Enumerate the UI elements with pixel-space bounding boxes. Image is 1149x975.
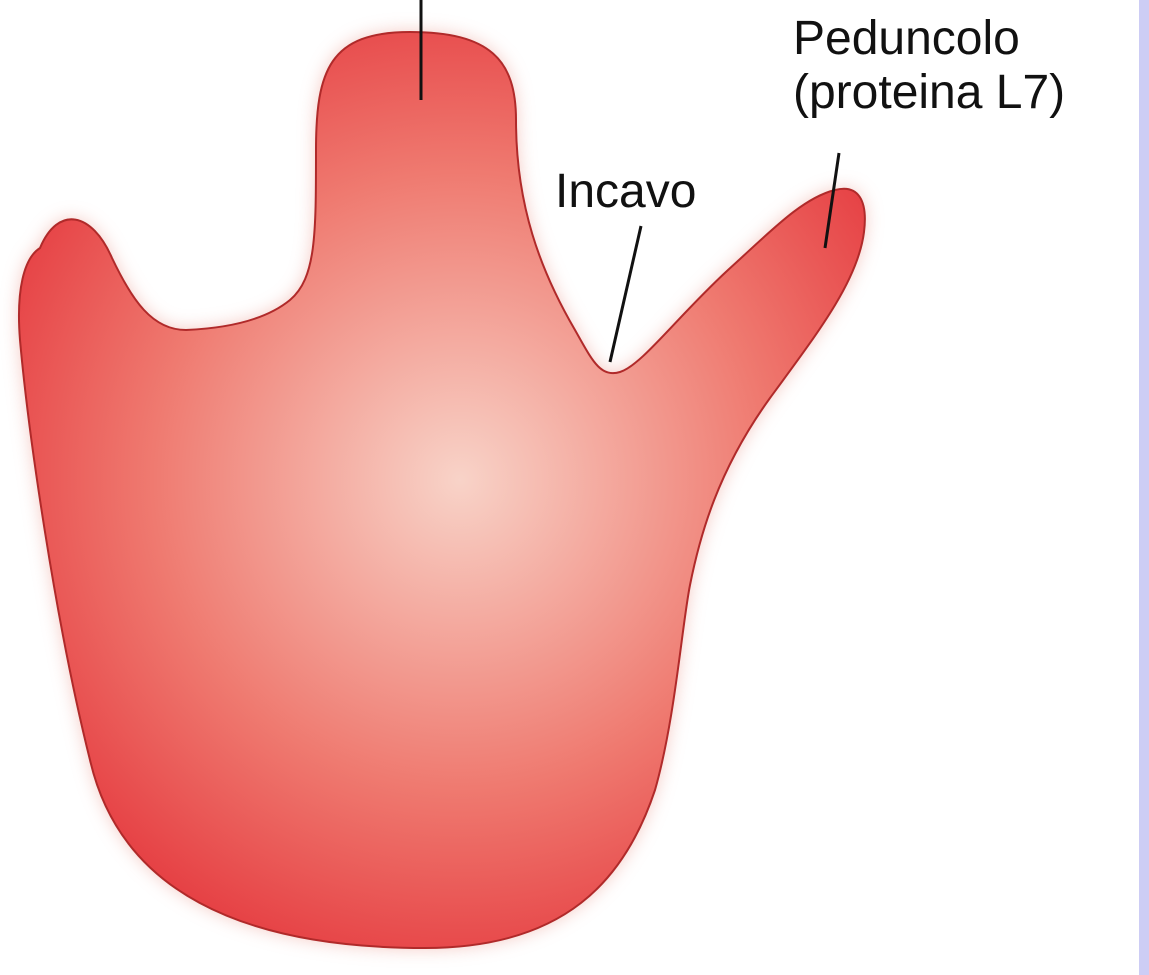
stalk-label-line2: (proteina L7) xyxy=(793,66,1133,120)
stalk-label: Peduncolo (proteina L7) xyxy=(793,12,1133,120)
ribosome-shape xyxy=(19,32,865,948)
cavity-label: Incavo xyxy=(555,165,696,219)
side-strip xyxy=(1139,0,1149,975)
cavity-leader-line xyxy=(610,226,641,362)
stalk-label-line1: Peduncolo xyxy=(793,12,1133,66)
